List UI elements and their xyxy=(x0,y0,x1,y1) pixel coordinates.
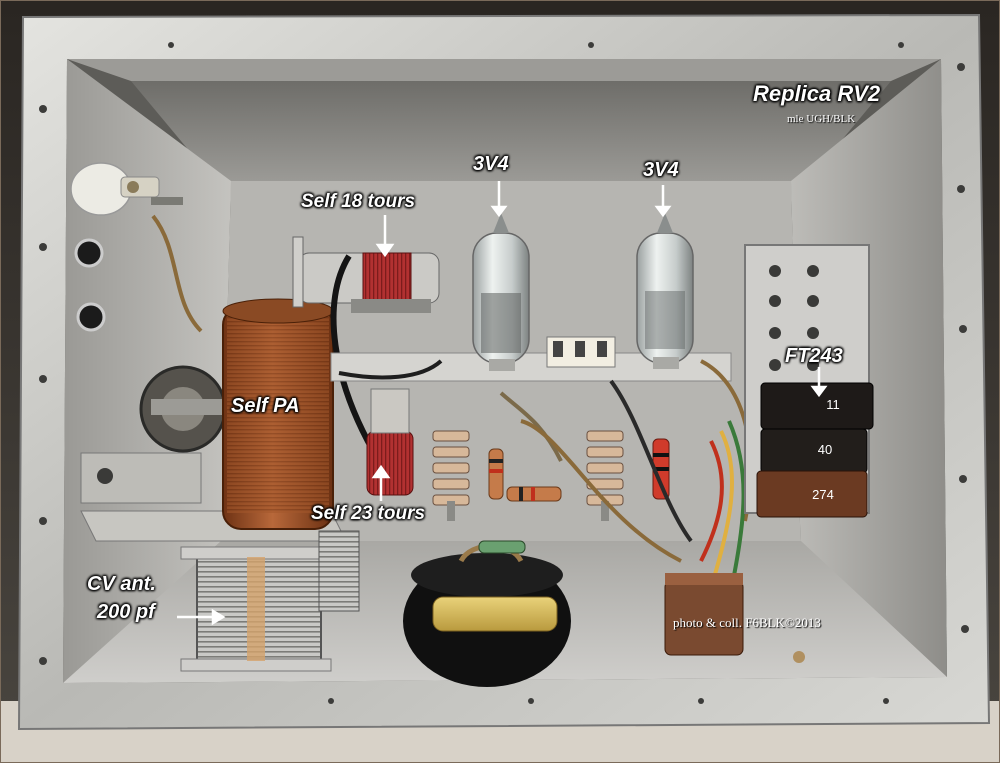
crystal-marking: 40 xyxy=(817,442,833,457)
self-23-label: Self 23 tours xyxy=(311,503,426,524)
title-label: Replica RV2 xyxy=(753,81,881,106)
self-18-label: Self 18 tours xyxy=(301,191,416,212)
crystal-marking: 274 xyxy=(812,487,834,502)
subtitle-label: mle UGH/BLK xyxy=(787,113,856,125)
self-pa-label: Self PA xyxy=(231,395,300,417)
tube-right-label: 3V4 xyxy=(643,159,679,181)
tube-left-label: 3V4 xyxy=(473,153,509,175)
crystal-marking: 11 xyxy=(826,397,840,412)
cv-ant-label-line1: CV ant. xyxy=(87,573,156,595)
ft243-label: FT243 xyxy=(785,345,843,367)
photo-credit: photo & coll. F6BLK©2013 xyxy=(673,615,821,630)
cv-ant-label-line2: 200 pf xyxy=(97,601,155,623)
